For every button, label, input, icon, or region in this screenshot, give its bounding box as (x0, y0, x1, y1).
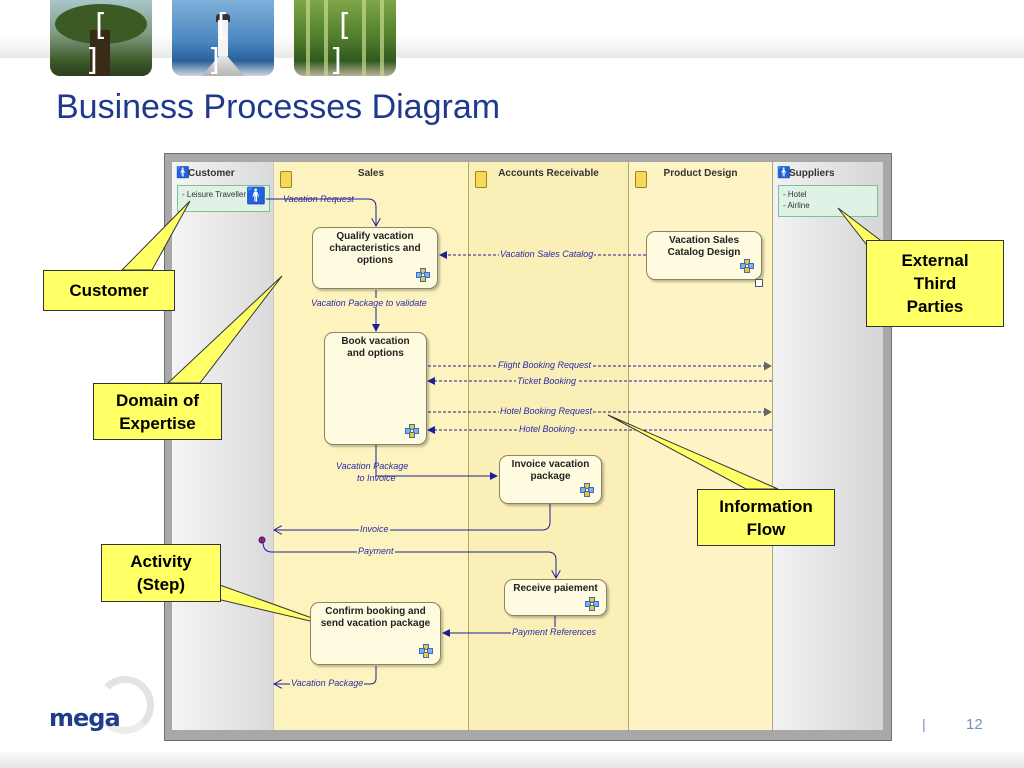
flow-vacation-request (266, 198, 376, 226)
callout-information-flow: Information Flow (697, 489, 835, 546)
callout-external-third-parties: External Third Parties (866, 240, 1004, 327)
process-icon (580, 483, 595, 498)
flow-package-to-invoice (375, 445, 498, 480)
party-label-hotel: - Hotel (783, 190, 807, 199)
flow-label: Vacation Sales Catalog (499, 249, 595, 259)
process-icon (585, 597, 600, 612)
party-leisure-traveller[interactable]: - Leisure Traveller 🚹 (177, 185, 270, 212)
activity-confirm-booking[interactable]: Confirm booking and send vacation packag… (310, 602, 441, 665)
callout-text: Information (719, 496, 813, 516)
callout-text: Activity (130, 552, 192, 571)
header-band (0, 0, 1024, 58)
flow-label: Vacation Package (290, 678, 365, 688)
party-label: - Leisure Traveller (182, 190, 247, 199)
activity-invoice-vacation-package[interactable]: Invoice vacation package (499, 455, 602, 504)
tree-photo: [ ] (50, 0, 152, 76)
person-icon: 🚹 (777, 167, 791, 179)
flow-invoice (274, 504, 551, 530)
callout-pointer-domain (166, 275, 283, 384)
link-marker-icon (755, 279, 763, 287)
activity-qualify-vacation[interactable]: Qualify vacation characteristics and opt… (312, 227, 438, 289)
activity-label: Confirm booking and send vacation packag… (320, 606, 431, 629)
lane-title: Customer (188, 168, 235, 179)
flow-label: Ticket Booking (516, 376, 577, 386)
flow-label: Payment References (511, 627, 598, 637)
callout-text: External (901, 251, 969, 270)
callout-text: (Step) (136, 575, 186, 594)
callout-activity-step: Activity (Step) (101, 544, 221, 602)
flow-label: Hotel Booking (518, 424, 577, 434)
callout-text: Expertise (119, 413, 196, 433)
lane-suppliers: 🚹 Suppliers (773, 162, 883, 730)
flow-payment (262, 541, 556, 578)
callout-text: Customer (69, 281, 149, 300)
flow-label: Flight Booking Request (497, 360, 593, 370)
callout-text: Third (913, 274, 957, 293)
page-title: Business Processes Diagram (56, 88, 501, 126)
flow-label: Payment (357, 546, 395, 556)
flow-label: Hotel Booking Request (499, 406, 594, 416)
activity-label: Receive paiement (513, 583, 598, 594)
callout-domain-of-expertise: Domain of Expertise (93, 383, 222, 440)
flow-label: Vacation Package to validate (310, 298, 428, 308)
flow-label: Invoice (359, 524, 390, 534)
department-icon (280, 171, 292, 188)
flow-label: Vacation Request (283, 194, 354, 204)
process-icon (740, 259, 755, 274)
activity-book-vacation[interactable]: Book vacation and options (324, 332, 427, 445)
department-icon (475, 171, 487, 188)
logo-text: mega (49, 704, 121, 732)
activity-label: Vacation Sales Catalog Design (667, 235, 741, 258)
callout-pointer-customer (120, 200, 191, 271)
mega-logo: mega (44, 676, 154, 740)
lane-title: Sales (357, 168, 385, 179)
callout-text: Domain of (115, 390, 200, 410)
callout-text: Flow (746, 519, 786, 539)
bamboo-forest-photo: [ ] (294, 0, 396, 76)
activity-label: Qualify vacation characteristics and opt… (329, 231, 421, 266)
person-icon: 🚹 (176, 167, 190, 179)
footer-band (0, 750, 1024, 768)
footer-separator: | (922, 716, 926, 732)
lane-title: Accounts Receivable (498, 168, 599, 179)
page-number: 12 (966, 716, 983, 733)
callout-customer: Customer (43, 270, 175, 311)
person-icon: 🚹 (246, 188, 266, 205)
activity-label: Book vacation and options (341, 336, 410, 359)
process-icon (419, 644, 434, 659)
flow-vacation-package (274, 666, 377, 684)
callout-text: Parties (906, 297, 964, 316)
lane-title: Suppliers (789, 168, 835, 179)
activity-vacation-sales-catalog-design[interactable]: Vacation Sales Catalog Design (646, 231, 763, 287)
activity-label: Invoice vacation package (511, 459, 590, 482)
logo-swoosh-icon (96, 676, 154, 734)
party-suppliers[interactable]: - Hotel - Airline (778, 185, 878, 217)
flow-label: Vacation Package (336, 461, 409, 471)
callout-pointer-information (607, 414, 779, 490)
activity-receive-paiement[interactable]: Receive paiement (504, 579, 607, 616)
lane-title: Product Design (663, 168, 738, 179)
party-label-airline: - Airline (783, 201, 810, 210)
department-icon (635, 171, 647, 188)
lighthouse-photo: [ ] (172, 0, 274, 76)
process-icon (416, 268, 431, 283)
process-icon (405, 424, 420, 439)
lane-customer: 🚹 Customer (172, 162, 274, 730)
flow-label: to Invoice (357, 473, 396, 483)
